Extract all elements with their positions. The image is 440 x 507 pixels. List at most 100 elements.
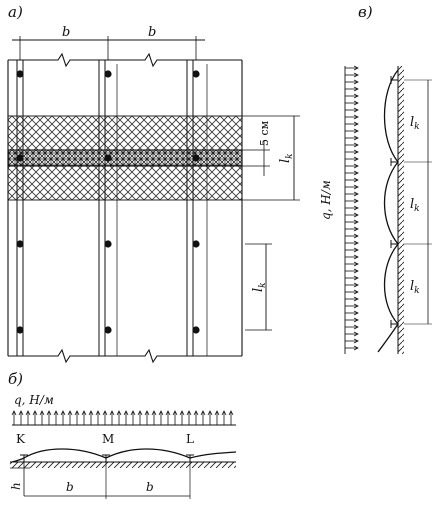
support-dot xyxy=(16,154,24,162)
load-arrow-head xyxy=(353,303,359,309)
dim-lk-c3: l xyxy=(410,279,414,294)
dim-lk-c1-sub: k xyxy=(414,122,419,132)
top-dimension-b: b b xyxy=(12,25,205,60)
load-arrow-head xyxy=(353,163,359,169)
load-arrow-head xyxy=(353,317,359,323)
load-arrow-head xyxy=(172,410,178,416)
dim-b-bottom-right: b xyxy=(146,480,154,494)
dim-lk-lower-sub: k xyxy=(258,282,268,287)
distributed-load-arrows-horizontal xyxy=(11,410,234,425)
load-arrow-head xyxy=(353,275,359,281)
load-arrow-head xyxy=(116,410,122,416)
dim-b-bottom-left: b xyxy=(66,480,74,494)
ground-hatch-b xyxy=(10,462,236,468)
load-arrow-head xyxy=(207,410,213,416)
right-dimension-lower: lk xyxy=(245,243,272,331)
load-arrow-head xyxy=(130,410,136,416)
support-dot xyxy=(192,240,200,248)
load-arrow-head xyxy=(353,191,359,197)
load-arrow-head xyxy=(353,128,359,134)
dim-lk-lower: l xyxy=(251,288,266,292)
support-dot xyxy=(192,154,200,162)
ground-hatch-c xyxy=(398,66,404,354)
load-arrow-head xyxy=(60,410,66,416)
vertical-strips xyxy=(16,60,208,356)
load-arrow-head xyxy=(353,324,359,330)
load-arrow-head xyxy=(18,410,24,416)
load-arrow-head xyxy=(151,410,157,416)
load-arrow-head xyxy=(109,410,115,416)
point-M: M xyxy=(102,432,114,446)
load-arrow-head xyxy=(353,254,359,260)
panel-c-label: в) xyxy=(358,3,373,21)
load-arrow-head xyxy=(353,233,359,239)
svg-text:lk: lk xyxy=(278,153,295,163)
load-arrow-head xyxy=(165,410,171,416)
support-dot xyxy=(16,70,24,78)
bottom-dimension-b: b b xyxy=(24,462,191,499)
load-arrow-head xyxy=(353,296,359,302)
load-arrow-head xyxy=(353,240,359,246)
support-dot xyxy=(192,326,200,334)
support-dot xyxy=(104,70,112,78)
support-dot xyxy=(104,240,112,248)
load-arrow-head xyxy=(353,345,359,351)
load-arrow-head xyxy=(353,135,359,141)
load-arrow-head xyxy=(353,177,359,183)
load-arrow-head xyxy=(353,79,359,85)
distributed-load-arrows-vertical xyxy=(345,65,359,351)
svg-text:lk: lk xyxy=(251,282,268,292)
svg-text:lk: lk xyxy=(410,115,420,132)
load-arrow-head xyxy=(353,107,359,113)
dim-lk-c1: l xyxy=(410,115,414,130)
load-arrow-head xyxy=(144,410,150,416)
svg-text:lk: lk xyxy=(410,279,420,296)
load-arrow-head xyxy=(353,156,359,162)
dim-lk-upper: l xyxy=(278,159,293,163)
dim-5cm: 5 см xyxy=(258,120,271,146)
deflection-curve-c xyxy=(377,69,399,353)
load-arrow-head xyxy=(81,410,87,416)
right-dimension-c: lk lk lk xyxy=(404,79,432,325)
load-arrow-head xyxy=(353,226,359,232)
dim-b-right: b xyxy=(148,25,156,40)
dim-lk-c2-sub: k xyxy=(414,204,419,214)
load-arrow-head xyxy=(179,410,185,416)
load-arrow-head xyxy=(102,410,108,416)
svg-text:lk: lk xyxy=(410,197,420,214)
load-arrow-head xyxy=(353,261,359,267)
hatch-band-lower xyxy=(7,165,243,201)
dim-h-group: h xyxy=(9,462,30,496)
load-arrow-head xyxy=(88,410,94,416)
support-dot xyxy=(104,154,112,162)
load-arrow-head xyxy=(221,410,227,416)
load-label-b: q, Н/м xyxy=(14,393,54,407)
load-arrow-head xyxy=(353,170,359,176)
dim-h: h xyxy=(9,482,23,490)
plan-frame xyxy=(7,52,243,364)
deflection-curve-b xyxy=(11,448,237,463)
load-arrow-head xyxy=(353,268,359,274)
load-arrow-head xyxy=(11,410,17,416)
load-arrow-head xyxy=(353,65,359,71)
load-arrow-head xyxy=(186,410,192,416)
load-arrow-head xyxy=(353,247,359,253)
load-arrow-head xyxy=(353,198,359,204)
support-dot xyxy=(16,326,24,334)
panel-b-label: б) xyxy=(8,370,23,388)
load-arrow-head xyxy=(67,410,73,416)
load-arrow-head xyxy=(32,410,38,416)
load-arrow-head xyxy=(353,310,359,316)
load-arrow-head xyxy=(353,282,359,288)
load-arrow-head xyxy=(353,205,359,211)
point-L: L xyxy=(186,432,194,446)
load-arrow-head xyxy=(353,121,359,127)
support-dot xyxy=(104,326,112,334)
panel-a-label: а) xyxy=(8,3,23,21)
support-points xyxy=(16,70,200,334)
load-arrow-head xyxy=(214,410,220,416)
load-arrow-head xyxy=(228,410,234,416)
load-arrow-head xyxy=(193,410,199,416)
load-arrow-head xyxy=(353,142,359,148)
